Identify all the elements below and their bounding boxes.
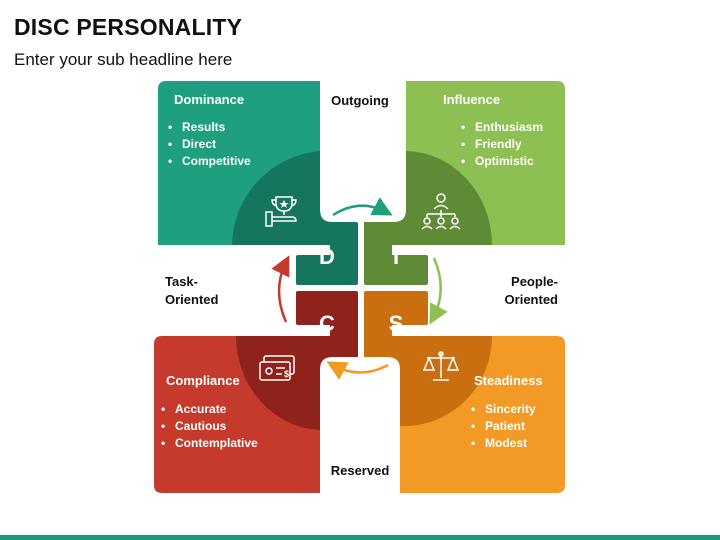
steadiness-arc [388, 336, 493, 427]
tile-c [296, 291, 358, 357]
arrow-c-to-d [271, 255, 290, 323]
quadrant-compliance: Compliance • Accurate • Cautious • Conte… [154, 336, 332, 493]
letter-d: D [319, 244, 335, 269]
tile-i [364, 222, 428, 285]
influence-arc [392, 151, 492, 245]
steadiness-title: Steadiness [474, 373, 543, 388]
influence-bullet: • [461, 120, 465, 134]
compliance-bullet: • [161, 436, 165, 450]
letter-s: S [389, 311, 404, 336]
dominance-bullet: • [168, 120, 172, 134]
influence-title: Influence [443, 92, 500, 107]
influence-item: Optimistic [475, 154, 534, 168]
compliance-bullet: • [161, 402, 165, 416]
steadiness-item: Sincerity [485, 402, 536, 416]
axis-label-left-2: Oriented [165, 292, 219, 307]
arrow-i-to-s [429, 257, 448, 325]
axis-label-right-2: Oriented [505, 292, 559, 307]
compliance-arc [235, 336, 332, 430]
dominance-item: Competitive [182, 154, 251, 168]
compliance-item: Contemplative [175, 436, 258, 450]
tile-s [364, 291, 428, 357]
dominance-bullet: • [168, 154, 172, 168]
balance-scale-icon [422, 351, 460, 381]
steadiness-item: Patient [485, 419, 525, 433]
influence-item: Friendly [475, 137, 522, 151]
letter-i: I [393, 244, 399, 269]
footer-accent-bar [0, 535, 720, 540]
tile-d [296, 222, 358, 285]
influence-bullet: • [461, 137, 465, 151]
steadiness-item: Modest [485, 436, 527, 450]
compliance-title: Compliance [166, 373, 240, 388]
compliance-item: Cautious [175, 419, 227, 433]
axis-label-right-1: People- [511, 274, 558, 289]
quadrant-dominance: Dominance • Results • Direct • Competiti… [158, 81, 332, 245]
letter-c: C [319, 311, 335, 336]
dominance-title: Dominance [174, 92, 244, 107]
quadrant-influence: Influence • Enthusiasm • Friendly • Opti… [392, 81, 565, 245]
compliance-item: Accurate [175, 402, 227, 416]
payment-card-icon: $ [259, 355, 295, 381]
influence-bullet: • [461, 154, 465, 168]
axis-label-top: Outgoing [331, 93, 389, 108]
arrow-d-to-i [332, 197, 393, 217]
org-chart-icon [421, 193, 461, 230]
dominance-bullet: • [168, 137, 172, 151]
compliance-bullet: • [161, 419, 165, 433]
influence-item: Enthusiasm [475, 120, 543, 134]
steadiness-bullet: • [471, 402, 475, 416]
arrow-s-to-c [326, 361, 389, 380]
page-title: DISC PERSONALITY [14, 14, 243, 40]
cycle-arrows [271, 197, 448, 380]
center-tiles: D I C S [296, 222, 428, 357]
axis-label-left-1: Task- [165, 274, 198, 289]
steadiness-bullet: • [471, 419, 475, 433]
page-subtitle: Enter your sub headline here [14, 50, 233, 69]
steadiness-bullet: • [471, 436, 475, 450]
dominance-item: Results [182, 120, 226, 134]
axis-label-bottom: Reserved [331, 463, 390, 478]
svg-text:$: $ [284, 369, 289, 379]
quadrant-steadiness: Steadiness • Sincerity • Patient • Modes… [388, 336, 565, 493]
trophy-hand-icon [265, 196, 297, 227]
dominance-arc [232, 151, 332, 245]
dominance-item: Direct [182, 137, 216, 151]
